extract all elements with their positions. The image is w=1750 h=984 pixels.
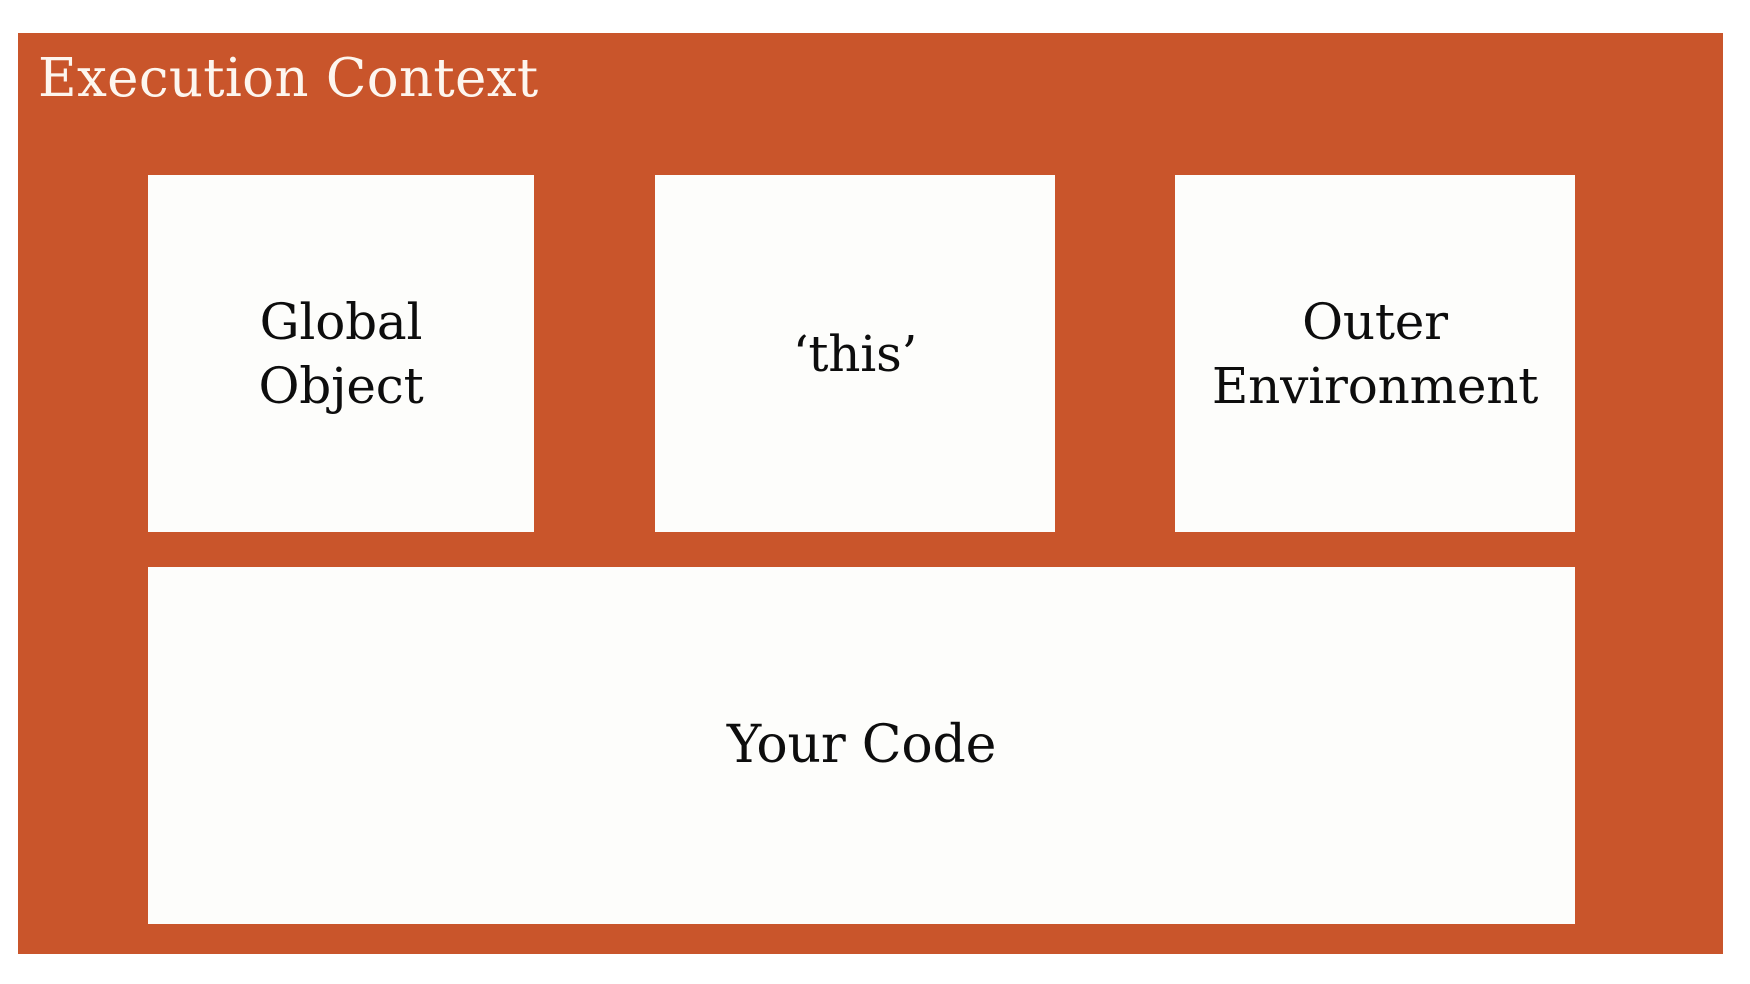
- box-global-object-label: Global Object: [258, 292, 424, 415]
- box-this: ‘this’: [655, 175, 1055, 532]
- box-outer-environment: Outer Environment: [1175, 175, 1575, 532]
- box-your-code: Your Code: [148, 567, 1575, 924]
- box-this-label: ‘this’: [792, 324, 918, 383]
- box-global-object: Global Object: [148, 175, 534, 532]
- execution-context-panel: Execution Context Global Object ‘this’ O…: [18, 33, 1723, 954]
- page-title: Execution Context: [38, 48, 539, 109]
- box-outer-environment-label: Outer Environment: [1211, 292, 1539, 415]
- box-your-code-label: Your Code: [726, 715, 997, 776]
